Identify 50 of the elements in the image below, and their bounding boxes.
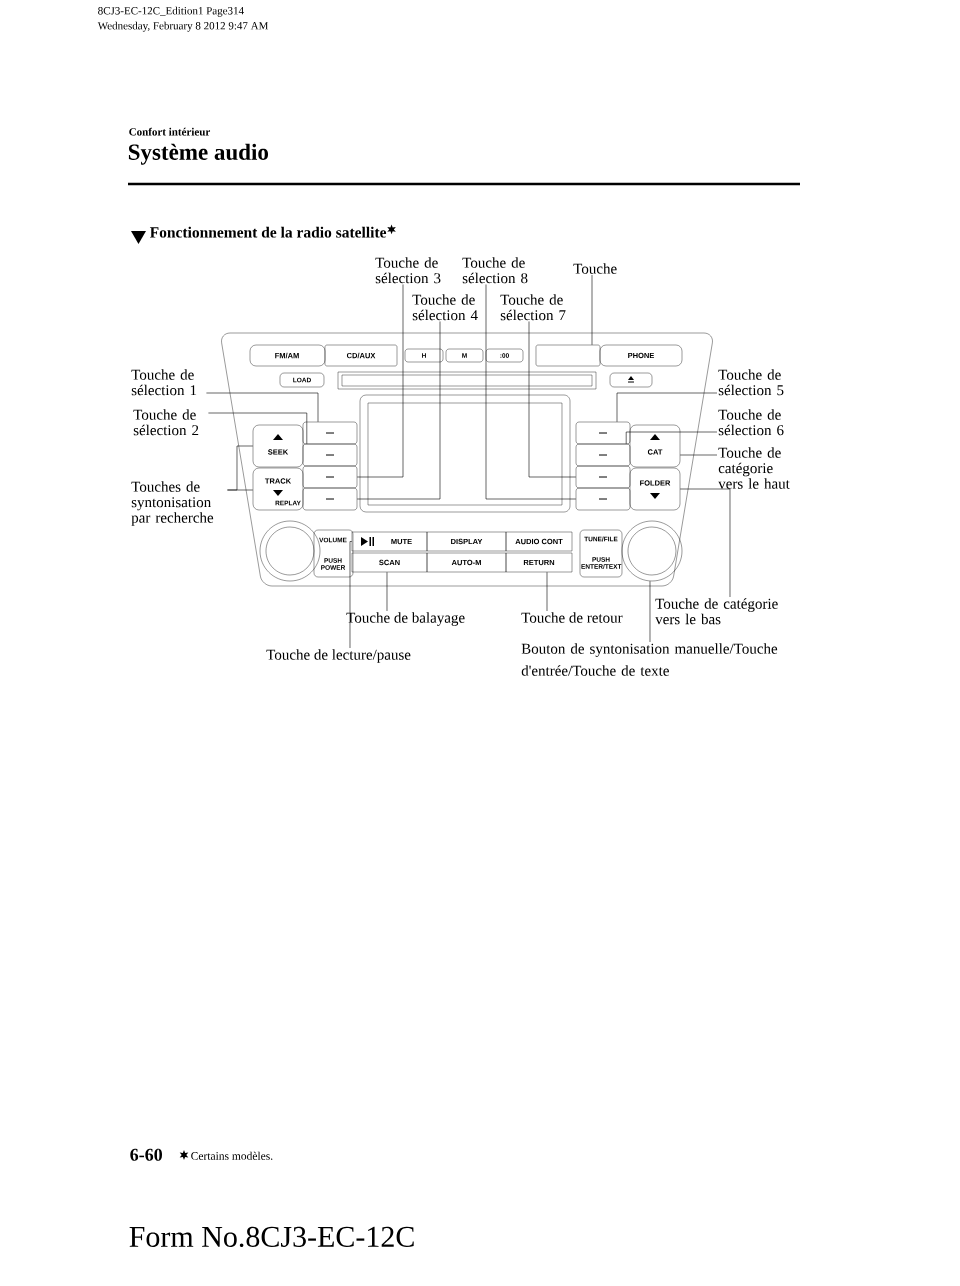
callout-label: Touche de catégorie vers le haut bbox=[718, 447, 790, 489]
radio-button bbox=[535, 344, 601, 367]
leader-line bbox=[625, 431, 718, 445]
preset-button bbox=[302, 487, 358, 511]
leader-line bbox=[528, 321, 577, 478]
preset-button bbox=[575, 487, 631, 511]
callout-label: Touche de sélection 7 bbox=[500, 294, 566, 321]
leader-line bbox=[206, 392, 319, 423]
callout-label: Touche de lecture/pause bbox=[266, 649, 411, 663]
callout-label: Touches de syntonisation par recherche bbox=[131, 481, 214, 526]
form-number: Form No.8CJ3-EC-12C bbox=[129, 1226, 414, 1248]
section-label: Confort intérieur bbox=[129, 127, 210, 136]
callout-label: Touche de sélection 5 bbox=[718, 369, 784, 396]
leader-line bbox=[679, 454, 718, 456]
leader-line bbox=[546, 571, 548, 612]
leader-line bbox=[649, 580, 651, 643]
callout-label: Touche de balayage bbox=[346, 612, 465, 626]
footnote-text: Certains modèles. bbox=[191, 1151, 273, 1160]
leader-line bbox=[208, 412, 308, 445]
leader-line bbox=[591, 274, 593, 346]
leader-line bbox=[679, 488, 731, 598]
leader-line bbox=[356, 321, 441, 500]
callout-label: Bouton de syntonisation manuelle/Touche d'entrée/Touche de texte bbox=[521, 643, 778, 676]
callout-label: Touche de sélection 4 bbox=[412, 294, 478, 321]
header-text: 8CJ3-EC-12C_Edition1 Page314 bbox=[98, 6, 244, 17]
leader-line bbox=[356, 284, 404, 478]
preset-button bbox=[575, 421, 631, 445]
leader-line bbox=[386, 571, 388, 612]
callout-label: Touche de sélection 1 bbox=[131, 369, 197, 396]
callout-label: Touche de sélection 2 bbox=[133, 409, 199, 436]
preset-button bbox=[575, 465, 631, 489]
callout-label: Touche de sélection 3 bbox=[375, 257, 441, 284]
preset-button bbox=[302, 465, 358, 489]
page-number: 6-60 bbox=[130, 1148, 162, 1161]
preset-button bbox=[575, 443, 631, 467]
header-text: Wednesday, February 8 2012 9:47 AM bbox=[97, 21, 269, 32]
callout-label: Touche de sélection 6 bbox=[718, 409, 784, 436]
page-title: Système audio bbox=[128, 143, 269, 165]
subsection-heading: Fonctionnement de la radio satellite bbox=[149, 226, 387, 238]
callout-label: Touche bbox=[573, 263, 617, 274]
tuning-knob bbox=[621, 520, 683, 582]
leader-line bbox=[485, 284, 577, 500]
preset-button bbox=[302, 443, 358, 467]
preset-button bbox=[302, 421, 358, 445]
callout-label: Touche de retour bbox=[521, 612, 623, 623]
leader-line bbox=[349, 541, 353, 649]
callout-label: Touche de sélection 8 bbox=[462, 257, 528, 284]
callout-label: Touche de catégorie vers le bas bbox=[655, 598, 778, 625]
leader-line bbox=[616, 392, 718, 423]
leader-line bbox=[227, 445, 254, 491]
